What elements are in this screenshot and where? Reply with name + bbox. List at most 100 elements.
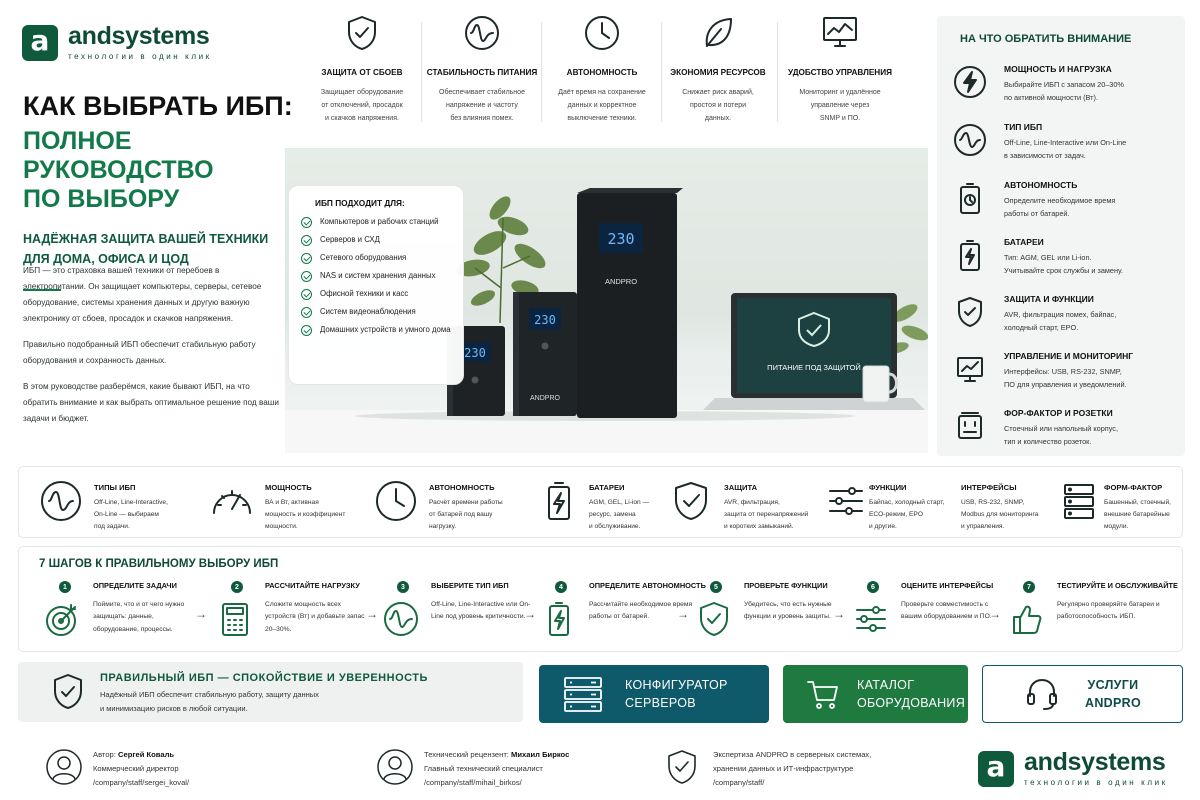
intro-paragraph: ИБП — это страховка вашей техники от пер… [23, 266, 262, 323]
intro-paragraph: В этом руководстве разберёмся, какие быв… [23, 381, 279, 423]
benefit-economy: ЭКОНОМИЯ РЕСУРСОВ Снижает риск аварий,пр… [660, 14, 776, 134]
hero-subtitle-1: НАДЁЖНАЯ ЗАЩИТА ВАШЕЙ ТЕХНИКИ [23, 232, 269, 247]
attention-item-power: МОЩНОСТЬ И НАГРУЗКА Выбирайте ИБП с запа… [952, 64, 1182, 114]
list-item: Сетевого оборудования [301, 253, 451, 264]
server-icon [564, 677, 602, 712]
reviewer-link[interactable]: /company/staff/mihail_birkos/ [424, 778, 522, 788]
sliders-icon [829, 487, 863, 515]
battery-icon [960, 240, 980, 271]
feature-batteries: БАТАРЕИ AGM, GEL, Li-ion —ресурс, замена… [537, 473, 667, 533]
arrow-right-icon: → [195, 607, 207, 621]
page-title-line2: ПОЛНОЕ РУКОВОДСТВО [23, 126, 214, 184]
check-icon [301, 271, 312, 282]
intro-text: ИБП — это страховка вашей техники от пер… [23, 263, 281, 437]
footer-reviewer: Технический рецензент: Михаил Биркос Гла… [376, 748, 656, 790]
attention-item-protection: ЗАЩИТА И ФУНКЦИИ AVR, фильтрация помех, … [952, 294, 1182, 344]
page-title-line3: ПО ВЫБОРУ [23, 185, 180, 214]
check-icon [301, 307, 312, 318]
check-icon [301, 289, 312, 300]
gauge-icon [213, 490, 251, 514]
brand-logo-footer[interactable]: a andsystems технологии в один клик [978, 750, 1168, 787]
author-link[interactable]: /company/staff/sergei_koval/ [93, 778, 190, 788]
wave-icon [465, 16, 499, 50]
step-2: 2 РАССЧИТАЙТЕ НАГРУЗКУ Сложите мощность … [215, 577, 375, 649]
step-3: 3 ВЫБЕРИТЕ ТИП ИБП Off-Line, Line-Intera… [381, 577, 541, 649]
clock-icon [585, 16, 619, 50]
attention-item-formfactor: ФОР-ФАКТОР И РОЗЕТКИ Стоечный или наполь… [952, 408, 1182, 458]
hero: КАК ВЫБРАТЬ ИБП: ПОЛНОЕ РУКОВОДСТВО ПО В… [23, 91, 293, 292]
shield-check-icon [700, 602, 728, 636]
suits-title: ИБП ПОДХОДИТ ДЛЯ: [315, 198, 405, 208]
steps-title: 7 ШАГОВ К ПРАВИЛЬНОМУ ВЫБОРУ ИБП [39, 558, 279, 570]
benefit-management: УДОБСТВО УПРАВЛЕНИЯ Мониторинг и удалённ… [782, 14, 898, 134]
arrow-right-icon: → [989, 607, 1001, 621]
list-item: Систем видеонаблюдения [301, 307, 451, 318]
footer-author: Автор: Сергей Коваль Коммерческий директ… [45, 748, 325, 790]
wave-icon [41, 481, 81, 521]
separator [421, 22, 422, 122]
list-item: Компьютеров и рабочих станций [301, 217, 451, 228]
leaf-icon [705, 18, 732, 47]
target-icon [46, 604, 76, 636]
ups-scene-illustration: 230 230 ANDPRO 230 ANDPRO ПИТАНИЕ ПОД ЗА… [285, 188, 928, 453]
list-item: Серверов и СХД [301, 235, 451, 246]
brand-logo[interactable]: a andsystems технологии в один клик [22, 24, 212, 61]
step-1: 1 ОПРЕДЕЛИТЕ ЗАДАЧИ Поймите, что и от че… [43, 577, 203, 649]
battery-icon [548, 482, 570, 520]
features-strip: ТИПЫ ИБП Off-Line, Line-Interactive,On-L… [18, 466, 1183, 538]
expertise-link[interactable]: /company/staff/ [713, 778, 765, 788]
battery-clock-icon [960, 183, 980, 214]
brand-name: andsystems [1024, 748, 1166, 776]
shield-icon [668, 750, 696, 784]
footer-expertise: Экспертиза ANDPRO в серверных системах, … [665, 748, 925, 790]
feature-protection: ЗАЩИТА AVR, фильтрация,защита от перенап… [669, 473, 819, 533]
step-7: 7 ТЕСТИРУЙТЕ И ОБСЛУЖИВАЙТЕ Регулярно пр… [1007, 577, 1179, 649]
shield-check-icon [675, 482, 707, 520]
divider [23, 289, 61, 292]
separator [541, 22, 542, 122]
shield-icon [958, 297, 982, 327]
hero-subtitle-2: ДЛЯ ДОМА, ОФИСА И ЦОД [23, 251, 189, 266]
check-icon [301, 325, 312, 336]
monitor-chart-icon [823, 17, 857, 47]
attention-title: НА ЧТО ОБРАТИТЬ ВНИМАНИЕ [960, 33, 1132, 45]
steps-section: 7 ШАГОВ К ПРАВИЛЬНОМУ ВЫБОРУ ИБП 1 ОПРЕД… [18, 546, 1183, 652]
attention-panel: НА ЧТО ОБРАТИТЬ ВНИМАНИЕ МОЩНОСТЬ И НАГР… [937, 16, 1185, 456]
check-icon [301, 235, 312, 246]
arrow-right-icon: → [524, 607, 536, 621]
svg-text:ANDPRO: ANDPRO [605, 277, 637, 286]
shield-icon [348, 16, 376, 50]
bolt-icon [954, 66, 986, 98]
svg-text:230: 230 [534, 313, 556, 327]
logo-mark: a [22, 24, 58, 61]
brand-tagline: технологии в один клик [68, 52, 212, 61]
socket-icon [958, 412, 982, 439]
calculator-icon [222, 603, 248, 636]
step-6: 6 ОЦЕНИТЕ ИНТЕРФЕЙСЫ Проверьте совместим… [851, 577, 1011, 649]
cart-icon [807, 681, 838, 709]
attention-item-monitoring: УПРАВЛЕНИЕ И МОНИТОРИНГ Интерфейсы: USB,… [952, 351, 1182, 401]
step-4: 4 ОПРЕДЕЛИТЕ АВТОНОМНОСТЬ Рассчитайте не… [539, 577, 706, 649]
list-item: Офисной техники и касс [301, 289, 451, 300]
svg-text:230: 230 [464, 346, 486, 360]
sliders-icon [856, 606, 886, 632]
attention-item-autonomy: АВТОНОМНОСТЬ Определите необходимое врем… [952, 180, 1182, 230]
attention-item-type: ТИП ИБП Off-Line, Line-Interactive или O… [952, 122, 1182, 172]
suits-list: Компьютеров и рабочих станций Серверов и… [301, 217, 451, 336]
attention-item-batteries: БАТАРЕИ Тип: AGM, GEL или Li-ion.Учитыва… [952, 237, 1182, 287]
arrow-right-icon: → [677, 607, 689, 621]
suits-card: ИБП ПОДХОДИТ ДЛЯ: Компьютеров и рабочих … [288, 185, 464, 385]
cta-banner: ПРАВИЛЬНЫЙ ИБП — СПОКОЙСТВИЕ И УВЕРЕННОС… [18, 662, 523, 722]
check-icon [301, 217, 312, 228]
separator [661, 22, 662, 122]
logo-mark: a [978, 750, 1014, 787]
cta-desc: Надёжный ИБП обеспечит стабильную работу… [100, 690, 319, 714]
feature-types: ТИПЫ ИБП Off-Line, Line-Interactive,On-L… [39, 473, 204, 533]
